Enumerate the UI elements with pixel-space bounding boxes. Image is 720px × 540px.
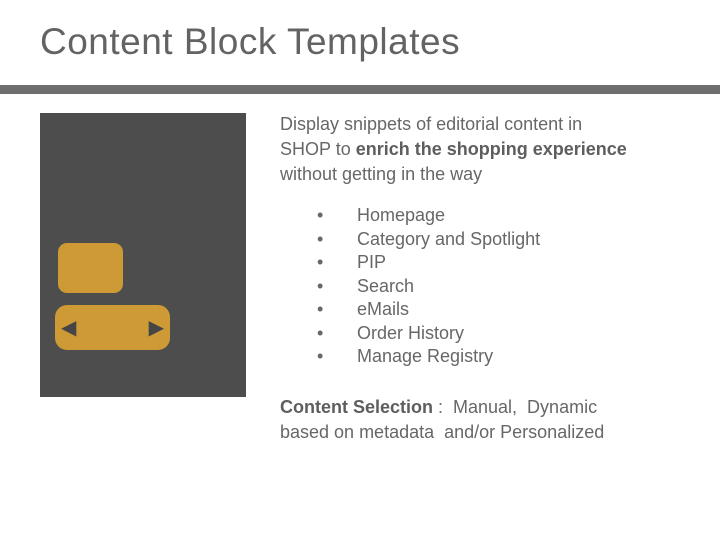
list-item: • Manage Registry xyxy=(280,345,710,369)
list-item-label: PIP xyxy=(357,252,387,272)
content-selection-line-1-rest: : Manual, Dynamic xyxy=(433,396,598,417)
content-selection-label: Content Selection xyxy=(280,396,434,417)
list-item: • Homepage xyxy=(280,204,710,228)
body-text-column: Display snippets of editorial content in… xyxy=(280,112,710,445)
bullet-icon: • xyxy=(317,322,324,343)
carousel-right-arrow-icon: ▶ xyxy=(148,315,164,339)
list-item: • Search xyxy=(280,275,710,299)
list-item: • Order History xyxy=(280,322,710,346)
bullet-icon: • xyxy=(317,228,324,249)
list-item-label: eMails xyxy=(357,299,410,319)
carousel-left-arrow-icon: ◀ xyxy=(61,315,77,339)
list-item: • eMails xyxy=(280,298,710,322)
bullet-icon: • xyxy=(317,205,324,225)
list-item-label: Search xyxy=(357,275,415,296)
intro-line-2-bold: enrich the shopping experience xyxy=(355,139,627,159)
title-divider xyxy=(0,85,720,94)
placement-list: • Homepage • Category and Spotlight • PIP •… xyxy=(280,204,710,369)
intro-line-1: Display snippets of editorial content in xyxy=(280,114,583,134)
bullet-icon: • xyxy=(317,275,324,296)
list-item: • Category and Spotlight xyxy=(280,228,710,252)
content-block-illustration: ◀ ▶ xyxy=(40,113,246,397)
bullet-icon: • xyxy=(317,299,324,319)
intro-line-2: SHOP to enrich the shopping experience xyxy=(280,137,710,162)
list-item-label: Category and Spotlight xyxy=(357,228,541,249)
content-selection-text: Content Selection : Manual, Dynamic base… xyxy=(280,395,710,445)
content-tile-shape xyxy=(58,243,123,293)
list-item: • PIP xyxy=(280,251,710,275)
carousel-shape: ◀ ▶ xyxy=(55,305,170,350)
content-selection-line-1: Content Selection : Manual, Dynamic xyxy=(280,395,710,420)
intro-line-3: without getting in the way xyxy=(280,164,483,184)
list-item-label: Manage Registry xyxy=(357,346,494,366)
bullet-icon: • xyxy=(317,346,324,366)
list-item-label: Homepage xyxy=(357,205,446,225)
slide-title: Content Block Templates xyxy=(40,21,461,62)
intro-text: Display snippets of editorial content in… xyxy=(280,112,710,187)
content-selection-line-2: based on metadata and/or Personalized xyxy=(280,421,605,442)
bullet-icon: • xyxy=(317,252,324,272)
intro-line-2-prefix: SHOP to xyxy=(280,139,356,159)
list-item-label: Order History xyxy=(357,322,465,343)
